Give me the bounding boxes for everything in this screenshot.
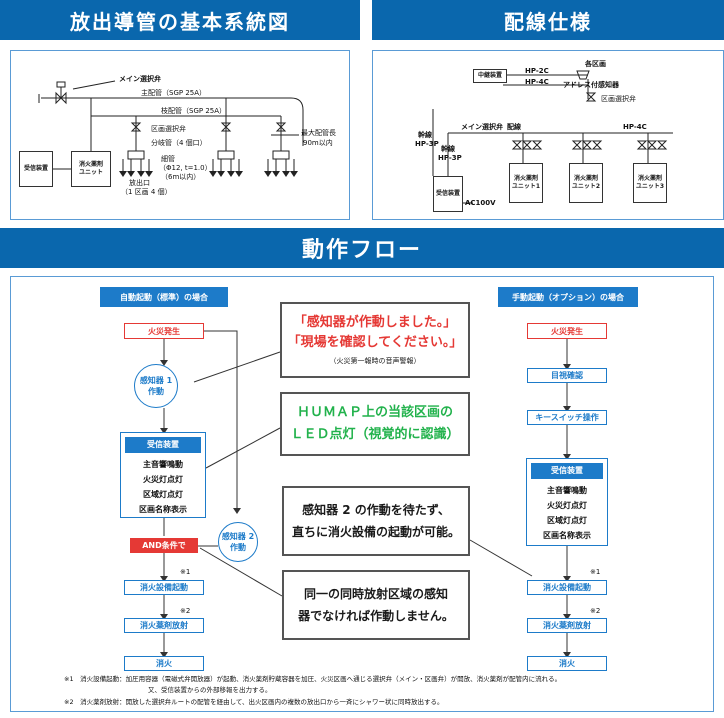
auto-sensor2: 感知器 2 作動 xyxy=(218,522,258,562)
main-valve-wiring-label: メイン選択弁 xyxy=(461,123,503,131)
max-length-value: 90m以内 xyxy=(303,139,333,147)
auto-release-box: 消火薬剤放射 xyxy=(124,618,204,633)
manual-receiver-box: 受信装置 主音響鳴動 火災灯点灯 区域灯点灯 区画名称表示 xyxy=(526,458,608,546)
auto-receiver-item: 区画名称表示 xyxy=(139,505,187,514)
same-zone-line2: 器でなければ作動しません。 xyxy=(298,609,454,623)
manual-release-box: 消火薬剤放射 xyxy=(527,618,607,633)
wiring-spec-header: 配線仕様 xyxy=(372,0,724,40)
ac-label: AC100V xyxy=(465,199,496,207)
nozzle-count: （1 区画 4 個） xyxy=(121,188,172,196)
trunk-mid-type: HP-3P xyxy=(438,154,462,162)
manual-mark1: ※1 xyxy=(590,568,601,576)
manual-receiver-item: 区画名称表示 xyxy=(543,531,591,540)
hp2c-label: HP-2C xyxy=(525,67,549,75)
agent-unit-2: 消火薬剤 ユニット2 xyxy=(569,163,603,203)
system-diagram-panel: メイン選択弁 主配管（SGP 25A） 枝配管（SGP 25A） 区画選択弁 分… xyxy=(10,50,350,220)
small-pipe-spec: （Φ12, t=1.0） xyxy=(159,164,212,172)
auto-receiver-title: 受信装置 xyxy=(125,437,201,453)
main-valve-label: メイン選択弁 xyxy=(119,75,161,83)
manual-check-box: 目視確認 xyxy=(527,368,607,383)
nozzle-label: 放出口 xyxy=(129,179,150,187)
manual-extinguish-box: 消火 xyxy=(527,656,607,671)
manual-start-line1: 感知器 2 の作動を待たず、 xyxy=(302,503,450,517)
zone-valve-label: 区画選択弁 xyxy=(151,125,186,133)
auto-start-title: 自動起動（標準）の場合 xyxy=(100,287,228,307)
auto-mark1: ※1 xyxy=(180,568,191,576)
max-length-label: 最大配管長 xyxy=(301,129,336,137)
voice-alarm-line2: 「現場を確認してください。」 xyxy=(287,335,463,350)
agent-unit-3: 消火薬剤 ユニット3 xyxy=(633,163,667,203)
agent-unit: 消火薬剤ユニット xyxy=(71,151,111,187)
same-zone-callout: 同一の同時放射区域の感知 器でなければ作動しません。 xyxy=(282,570,470,640)
small-pipe-label: 細管 xyxy=(161,155,175,163)
voice-alarm-sub: （火災第一報時の音声警報） xyxy=(329,357,421,365)
manual-key-box: キースイッチ操作 xyxy=(527,410,607,425)
voice-alarm-callout: 「感知器が作動しました。」 「現場を確認してください。」 （火災第一報時の音声警… xyxy=(280,302,470,378)
hp4c-top-label: HP-4C xyxy=(525,78,549,86)
wiring-panel: 各区画 HP-2C HP-4C 中継装置 アドレス付感知器 区画選択弁 メイン選… xyxy=(372,50,724,220)
manual-start-title: 手動起動（オプション）の場合 xyxy=(498,287,638,307)
receiver-device: 受信装置 xyxy=(19,151,53,187)
manual-fire-box: 火災発生 xyxy=(527,323,607,339)
zone-valve-wiring-label: 区画選択弁 xyxy=(601,95,636,103)
main-pipe-label: 主配管（SGP 25A） xyxy=(141,89,207,97)
auto-and-condition: AND条件で xyxy=(130,538,198,553)
led-line2: ＬＥＤ点灯（視覚的に認識） xyxy=(290,427,460,442)
piping-diagram xyxy=(38,80,304,177)
manual-receiver-item: 主音響鳴動 xyxy=(547,486,587,495)
trunk-left-label: 幹線 xyxy=(418,131,432,139)
led-callout: ＨＵＭＡＰ上の当該区画の ＬＥＤ点灯（視覚的に認識） xyxy=(280,392,470,456)
auto-sensor1: 感知器 1 作動 xyxy=(134,364,178,408)
footnote-1: ※1 消火設備起動：加圧用容器（電磁式弁開放器）が起動、消火薬剤貯蔵容器を加圧、… xyxy=(64,675,562,683)
system-diagram-header: 放出導管の基本系統図 xyxy=(0,0,360,40)
auto-mark2: ※2 xyxy=(180,607,191,615)
auto-receiver-box: 受信装置 主音響鳴動 火災灯点灯 区域灯点灯 区画名称表示 xyxy=(120,432,206,518)
manual-receiver-item: 火災灯点灯 xyxy=(547,501,587,510)
auto-receiver-item: 火災灯点灯 xyxy=(143,475,183,484)
zone-label: 各区画 xyxy=(585,60,606,68)
branch-pipe-label: 枝配管（SGP 25A） xyxy=(161,107,227,115)
auto-extinguish-box: 消火 xyxy=(124,656,204,671)
sensor-label: アドレス付感知器 xyxy=(563,81,619,89)
agent-unit-1: 消火薬剤 ユニット1 xyxy=(509,163,543,203)
receiver-wiring-device: 受信装置 xyxy=(433,176,463,212)
auto-receiver-item: 区域灯点灯 xyxy=(143,490,183,499)
auto-receiver-item: 主音響鳴動 xyxy=(143,460,183,469)
hp4c-label: HP-4C xyxy=(623,123,647,131)
auto-fire-box: 火災発生 xyxy=(124,323,204,339)
manual-start-line2: 直ちに消火設備の起動が可能。 xyxy=(291,525,460,539)
footnote-2: ※2 消火薬剤放射：開放した選択弁ルートの配管を経由して、出火区画内の複数の放出… xyxy=(64,698,444,706)
footnote-1-cont: 又、受信装置からの外部移報を出力する。 xyxy=(148,686,272,694)
manual-receiver-item: 区域灯点灯 xyxy=(547,516,587,525)
relay-device: 中継装置 xyxy=(473,69,507,83)
same-zone-line1: 同一の同時放射区域の感知 xyxy=(303,587,448,601)
led-line1: ＨＵＭＡＰ上の当該区画の xyxy=(296,405,453,420)
wire-label: 配線 xyxy=(507,123,521,131)
trunk-mid-label: 幹線 xyxy=(441,145,455,153)
auto-start-box: 消火設備起動 xyxy=(124,580,204,595)
dist-pipe-label: 分岐管（4 個口） xyxy=(151,139,207,147)
manual-mark2: ※2 xyxy=(590,607,601,615)
flow-header: 動作フロー xyxy=(0,228,724,268)
manual-receiver-title: 受信装置 xyxy=(531,463,603,479)
manual-start-box: 消火設備起動 xyxy=(527,580,607,595)
manual-start-callout: 感知器 2 の作動を待たず、 直ちに消火設備の起動が可能。 xyxy=(282,486,470,556)
trunk-left-type: HP-3P xyxy=(415,140,439,148)
voice-alarm-line1: 「感知器が作動しました。」 xyxy=(293,315,457,330)
small-pipe-length: （6m以内） xyxy=(161,173,201,181)
